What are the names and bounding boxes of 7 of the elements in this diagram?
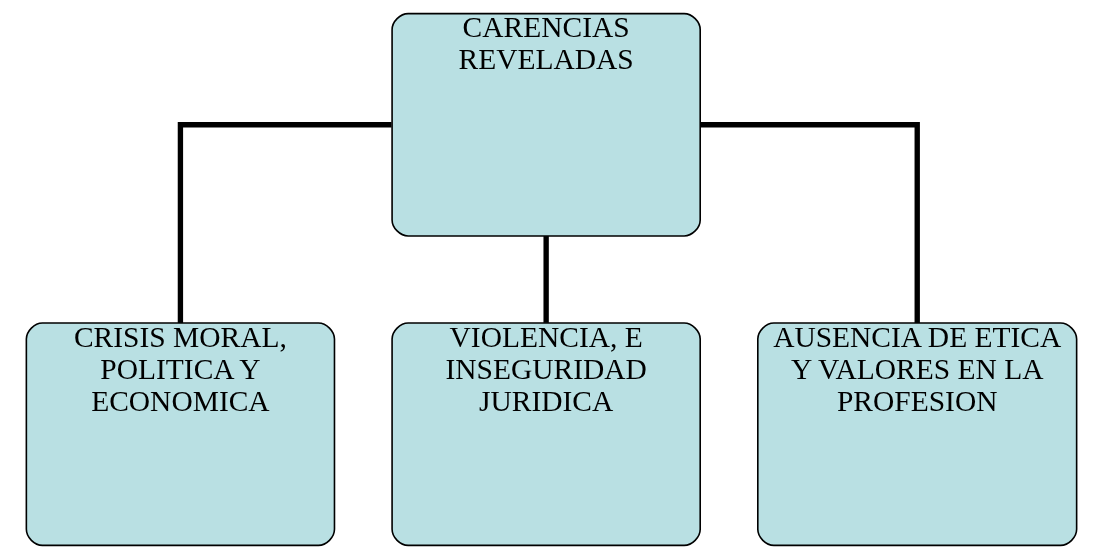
node-box: CRISIS MORAL, POLITICA Y ECONOMICA (25, 322, 335, 547)
node-box: AUSENCIA DE ETICA Y VALORES EN LA PROFESION (756, 322, 1077, 547)
connector (542, 236, 549, 323)
connector (699, 122, 920, 323)
connector (177, 122, 392, 323)
node-box: VIOLENCIA, E INSEGURIDAD JURIDICA (390, 322, 701, 547)
node-box: CARENCIAS REVELADAS (390, 12, 701, 237)
